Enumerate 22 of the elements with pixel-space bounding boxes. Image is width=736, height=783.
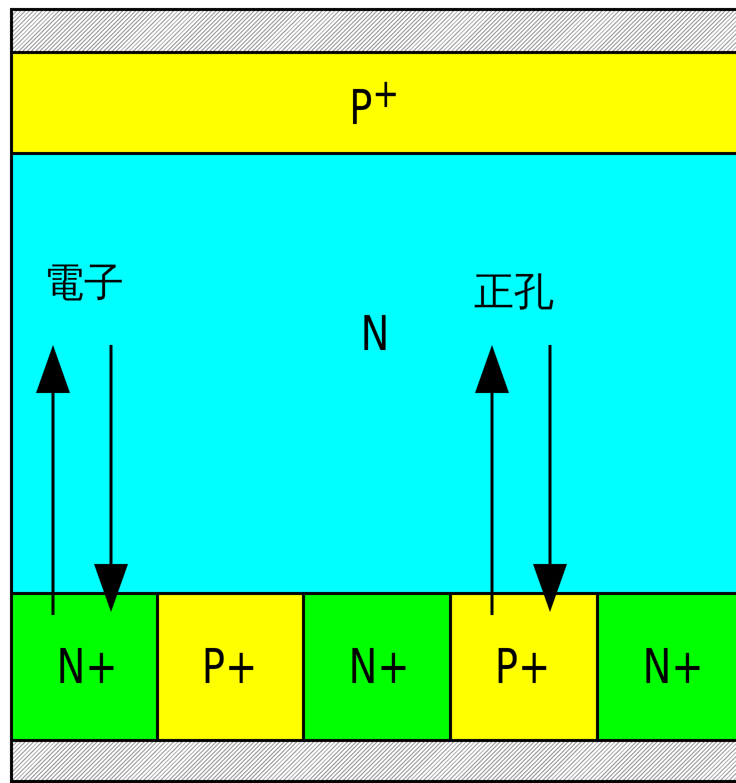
layer-label: P+ — [494, 643, 550, 691]
p-layer — [10, 51, 736, 155]
arrow — [533, 345, 567, 612]
layer-label: P+ — [202, 643, 258, 691]
layer-label: N+ — [348, 643, 410, 691]
electrode-layer — [10, 739, 736, 783]
carrier-label: 正孔 — [474, 272, 554, 312]
electrode-layer — [10, 8, 736, 54]
layer-label: N+ — [642, 643, 704, 691]
layer-label: P$^{+}$ — [350, 74, 400, 132]
carrier-label: 電子 — [44, 263, 124, 303]
arrow — [94, 345, 128, 612]
n-plus-region — [596, 592, 736, 742]
layer-label: N+ — [56, 643, 118, 691]
p-plus-region — [449, 592, 599, 742]
arrow — [36, 345, 70, 615]
p-plus-region — [156, 592, 305, 742]
n-plus-region — [10, 592, 159, 742]
n-plus-region — [302, 592, 452, 742]
layer-label: N — [360, 310, 389, 358]
arrow — [475, 345, 509, 615]
n-drift-layer — [10, 152, 736, 595]
